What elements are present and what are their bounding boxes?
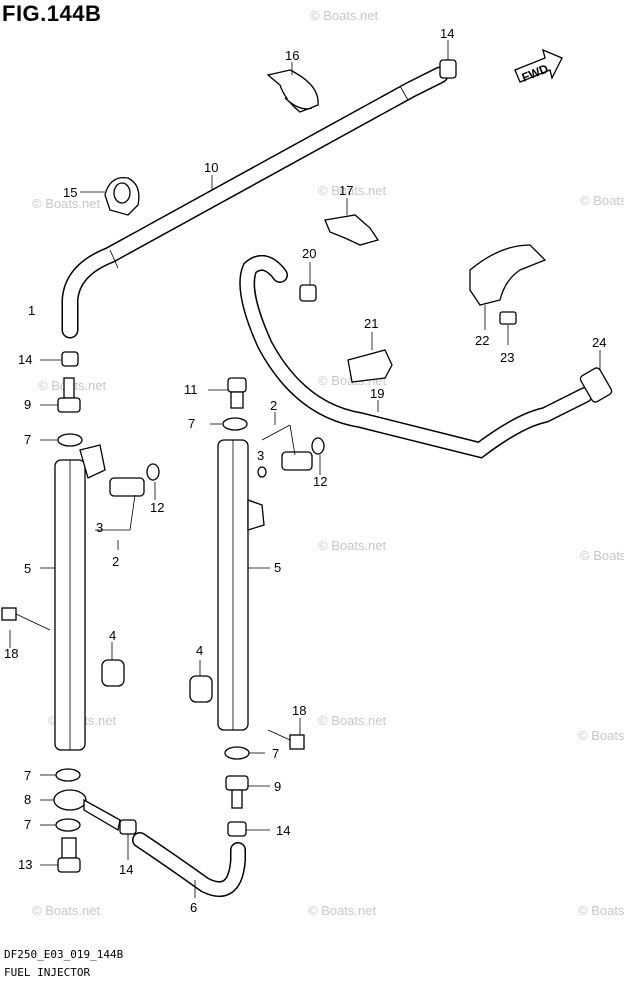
- callout-label: 23: [500, 350, 514, 365]
- watermark: © Boats.net: [578, 728, 624, 743]
- o-ring-7-right-lower: [224, 746, 265, 760]
- o-ring-7-left-bottom: [40, 818, 81, 832]
- callout-label: 2: [112, 554, 119, 569]
- callout-label: 7: [24, 817, 31, 832]
- fuel-hose-19: [239, 254, 593, 459]
- watermark: © Boats.net: [318, 183, 387, 198]
- callout-labels: 14 16 10 15 17 20 1 21 22 23 24 19 14 9 …: [4, 26, 606, 915]
- fitting-9-left: [40, 377, 81, 413]
- clamp-16: [266, 62, 319, 113]
- diagram-name: FUEL INJECTOR: [4, 966, 91, 979]
- callout-label: 10: [204, 160, 218, 175]
- callout-label: 21: [364, 316, 378, 331]
- diagram-code: DF250_E03_019_144B: [4, 948, 124, 961]
- callout-label: 13: [18, 857, 32, 872]
- callout-label: 19: [370, 386, 384, 401]
- callout-label: 4: [109, 628, 116, 643]
- callout-label: 9: [24, 397, 31, 412]
- banjo-8: [40, 789, 121, 832]
- watermark: © Boats.net: [318, 538, 387, 553]
- figure-title: FIG.144B: [2, 1, 102, 26]
- watermark: © Boats.net: [578, 903, 624, 918]
- callout-label: 17: [339, 183, 353, 198]
- hose-clip-14-top: [439, 40, 457, 79]
- watermark: © Boats.net: [32, 196, 101, 211]
- bolt-18-left: [1, 607, 51, 648]
- watermark: © Boats.net: [580, 193, 624, 208]
- watermark: © Boats.net: [318, 713, 387, 728]
- callout-label: 5: [24, 561, 31, 576]
- o-ring-7-right: [210, 417, 248, 431]
- callout-label: 12: [150, 500, 164, 515]
- callout-label: 15: [63, 185, 77, 200]
- clip-14-bottom-left: [119, 819, 137, 860]
- callout-label: 6: [190, 900, 197, 915]
- clamp-15: [80, 176, 140, 216]
- callout-label: 14: [440, 26, 454, 41]
- o-ring-7-left-lower: [40, 768, 81, 782]
- clip-14-left: [40, 351, 79, 367]
- callout-label: 7: [24, 768, 31, 783]
- callout-label: 16: [285, 48, 299, 63]
- callout-label: 11: [184, 382, 198, 397]
- bolt-13: [40, 837, 81, 873]
- fuel-filter-24: [579, 350, 613, 403]
- watermark: © Boats.net: [308, 903, 377, 918]
- bracket-22: [469, 244, 547, 330]
- callout-label: 7: [272, 746, 279, 761]
- bolt-18-right: [267, 718, 305, 750]
- clip-21: [347, 332, 393, 383]
- injector-2-left: [95, 463, 160, 550]
- o-ring-7-left: [40, 433, 83, 447]
- injector-2-right: [257, 412, 325, 478]
- watermark: © Boats.net: [580, 548, 624, 563]
- callout-label: 3: [257, 448, 264, 463]
- fwd-label: FWD: [520, 61, 551, 84]
- fuel-rail-5-left: [40, 444, 106, 751]
- callout-label: 14: [276, 823, 290, 838]
- callout-label: 20: [302, 246, 316, 261]
- clip-17: [324, 198, 380, 246]
- watermark: © Boats.net: [310, 8, 379, 23]
- callout-label: 9: [274, 779, 281, 794]
- watermark: © Boats.net: [32, 903, 101, 918]
- bolt-23: [499, 311, 517, 345]
- callout-label: 7: [24, 432, 31, 447]
- callout-label: 1: [28, 303, 35, 318]
- spacer-4-right: [189, 660, 213, 703]
- callout-label: 24: [592, 335, 606, 350]
- fuel-hose-6: [132, 832, 246, 898]
- callout-label: 12: [313, 474, 327, 489]
- callout-label: 3: [96, 520, 103, 535]
- fwd-arrow-icon: FWD: [514, 48, 563, 85]
- callout-label: 2: [270, 398, 277, 413]
- clip-14-bottom-right: [227, 821, 270, 837]
- fuel-hose-10: [61, 66, 449, 339]
- fitting-9-right: [225, 775, 270, 809]
- callout-label: 18: [292, 703, 306, 718]
- callout-label: 7: [188, 416, 195, 431]
- spacer-4-left: [101, 642, 125, 687]
- callout-label: 18: [4, 646, 18, 661]
- callout-label: 8: [24, 792, 31, 807]
- callout-label: 14: [18, 352, 32, 367]
- callout-label: 14: [119, 862, 133, 877]
- callout-label: 5: [274, 560, 281, 575]
- callout-label: 4: [196, 643, 203, 658]
- bolt-11: [208, 377, 247, 409]
- callout-label: 22: [475, 333, 489, 348]
- clip-20: [299, 262, 317, 302]
- fuel-rail-5-right: [217, 439, 270, 731]
